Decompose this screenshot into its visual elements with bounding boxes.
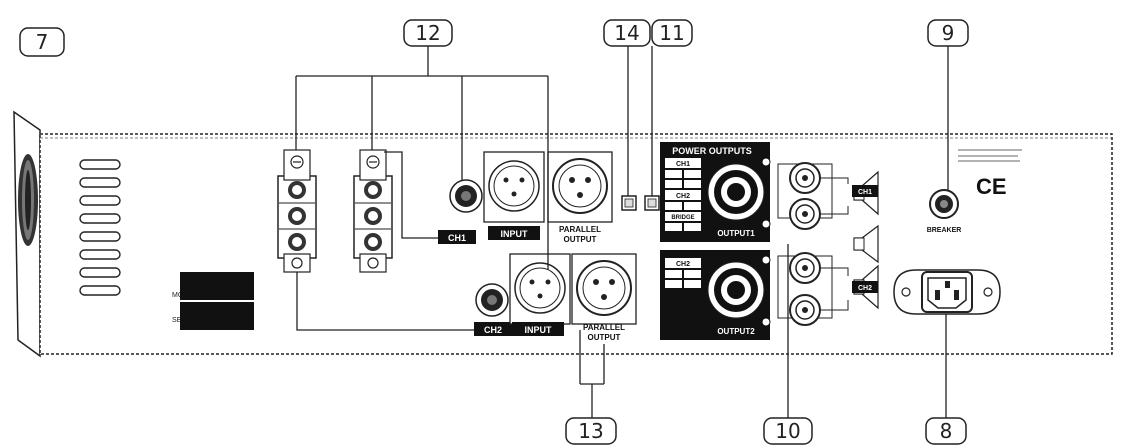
- vent-slots: [79, 159, 121, 296]
- speaker-ch1-icon: CH1: [820, 170, 879, 216]
- model-plate: [180, 272, 254, 300]
- parallel-output-ch1: PARALLEL OUTPUT: [547, 151, 613, 244]
- po-ch2-label: CH2: [676, 193, 690, 200]
- parallel-label-ch1: PARALLEL: [559, 225, 601, 234]
- parallel-output-ch2: PARALLEL OUTPUT: [571, 253, 637, 342]
- power-outputs-panel: POWER OUTPUTS CH1 CH2 BRIDGE OUTPUT1: [660, 142, 771, 242]
- svg-text:11: 11: [659, 21, 684, 45]
- svg-text:7: 7: [36, 30, 49, 54]
- output2-label: OUTPUT2: [717, 327, 755, 336]
- speaker-ch2-icon: CH2: [820, 264, 879, 311]
- output2-ch2-label: CH2: [676, 261, 690, 268]
- power-outputs-title: POWER OUTPUTS: [672, 146, 752, 156]
- callout-10: 10: [763, 417, 813, 445]
- breaker: BREAKER: [927, 189, 962, 234]
- iec-power-socket: [893, 269, 1001, 315]
- terminal-strip-1: [277, 149, 317, 273]
- output-label-ch1: OUTPUT: [564, 235, 597, 244]
- ch1-label: CH1: [448, 233, 466, 243]
- ch2-label-tag: CH2: [474, 322, 512, 336]
- binding-posts: [777, 162, 833, 326]
- terminal-wires: [296, 151, 476, 331]
- po-ch1-label: CH1: [676, 161, 690, 168]
- mode-switch: [621, 195, 637, 211]
- callout-9: 9: [927, 19, 969, 47]
- model-serial-plates: MODEL SERIAL: [172, 272, 254, 330]
- xlr-input-ch1: INPUT: [483, 151, 545, 240]
- input-label-ch1: INPUT: [501, 229, 529, 239]
- svg-text:9: 9: [942, 21, 955, 45]
- speaker-ch1-label: CH1: [858, 189, 872, 196]
- speaker-ch2-label: CH2: [858, 285, 872, 292]
- input-label-ch2: INPUT: [525, 325, 553, 335]
- breaker-label: BREAKER: [927, 227, 962, 234]
- serial-plate: [180, 302, 254, 330]
- callout-leaders: [295, 46, 949, 420]
- callout-12: 12: [403, 19, 453, 47]
- svg-text:8: 8: [940, 419, 953, 443]
- svg-text:10: 10: [775, 419, 800, 443]
- svg-text:14: 14: [614, 21, 639, 45]
- bridge-label: BRIDGE: [671, 215, 694, 221]
- output-label-ch2: OUTPUT: [588, 333, 621, 342]
- limiter-switch: [644, 195, 660, 211]
- jack-input-ch1: [449, 179, 483, 213]
- parallel-label-ch2: PARALLEL: [583, 323, 625, 332]
- fan-side-panel: [13, 110, 41, 358]
- jack-input-ch2: [475, 283, 509, 317]
- output2-panel: CH2 OUTPUT2: [660, 250, 771, 340]
- callout-11: 11: [651, 19, 693, 47]
- output1-label: OUTPUT1: [717, 229, 755, 238]
- callout-8: 8: [925, 417, 967, 445]
- speaker-bridge-icon: [853, 224, 879, 264]
- ch1-label-tag: CH1: [438, 230, 476, 244]
- svg-text:12: 12: [415, 21, 440, 45]
- ce-mark: CE: [976, 174, 1007, 199]
- approval-text-lines: [958, 149, 1022, 162]
- terminal-strip-2: [353, 149, 393, 273]
- fan-grille: [18, 154, 38, 246]
- callout-13: 13: [565, 417, 617, 445]
- ch2-label: CH2: [484, 325, 502, 335]
- svg-text:13: 13: [578, 419, 603, 443]
- callout-7: 7: [19, 27, 65, 57]
- callout-14: 14: [603, 19, 651, 47]
- xlr-input-ch2: INPUT: [509, 253, 571, 336]
